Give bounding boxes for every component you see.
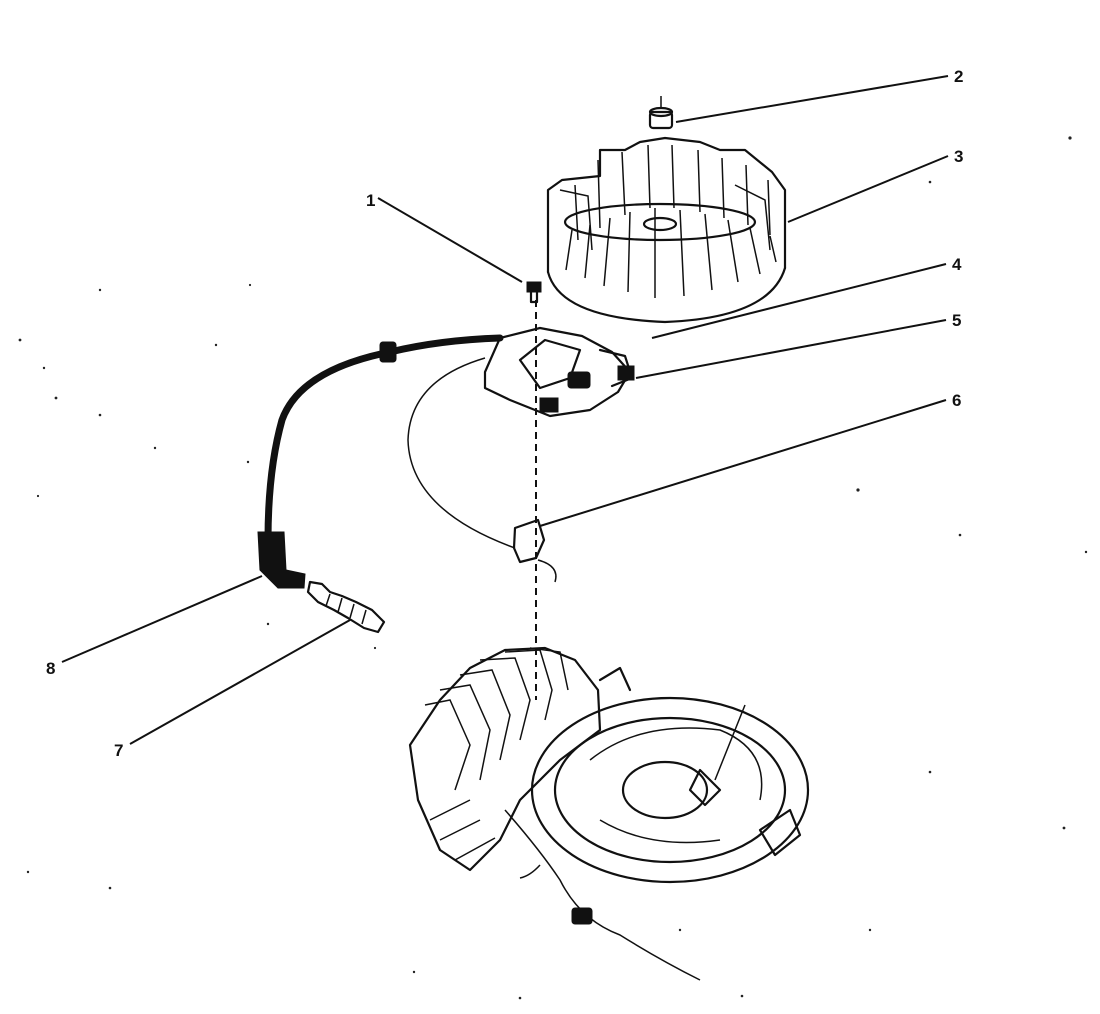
callout-6: 6 <box>539 391 961 527</box>
leader-line-1 <box>377 197 523 283</box>
flywheel-nut <box>648 96 674 130</box>
leader-line-6 <box>539 399 947 527</box>
callout-8: 8 <box>46 575 263 678</box>
leader-line-7 <box>129 619 351 745</box>
callout-1: 1 <box>366 191 523 283</box>
scan-speckle <box>18 136 1088 1000</box>
callout-label-5: 5 <box>952 311 961 330</box>
callout-label-2: 2 <box>954 67 963 86</box>
callout-3: 3 <box>787 147 963 223</box>
callout-label-3: 3 <box>954 147 963 166</box>
spark-plug <box>306 580 386 634</box>
leader-line-4 <box>651 263 947 339</box>
leader-line-2 <box>675 75 949 123</box>
spark-plug-boot <box>257 334 504 589</box>
leader-line-8 <box>61 575 263 663</box>
module-screw <box>526 281 542 304</box>
callout-label-4: 4 <box>952 255 962 274</box>
ground-clip <box>407 357 557 583</box>
callout-label-7: 7 <box>114 741 123 760</box>
callout-2: 2 <box>675 67 963 123</box>
callout-label-8: 8 <box>46 659 55 678</box>
leader-line-3 <box>787 155 949 223</box>
engine-block <box>408 646 810 981</box>
leader-line-5 <box>635 319 947 379</box>
callout-label-6: 6 <box>952 391 961 410</box>
flywheel <box>546 136 787 324</box>
callout-label-1: 1 <box>366 191 375 210</box>
ignition-module <box>483 326 635 418</box>
callout-4: 4 <box>651 255 962 339</box>
callout-7: 7 <box>114 619 351 760</box>
callout-5: 5 <box>635 311 961 379</box>
